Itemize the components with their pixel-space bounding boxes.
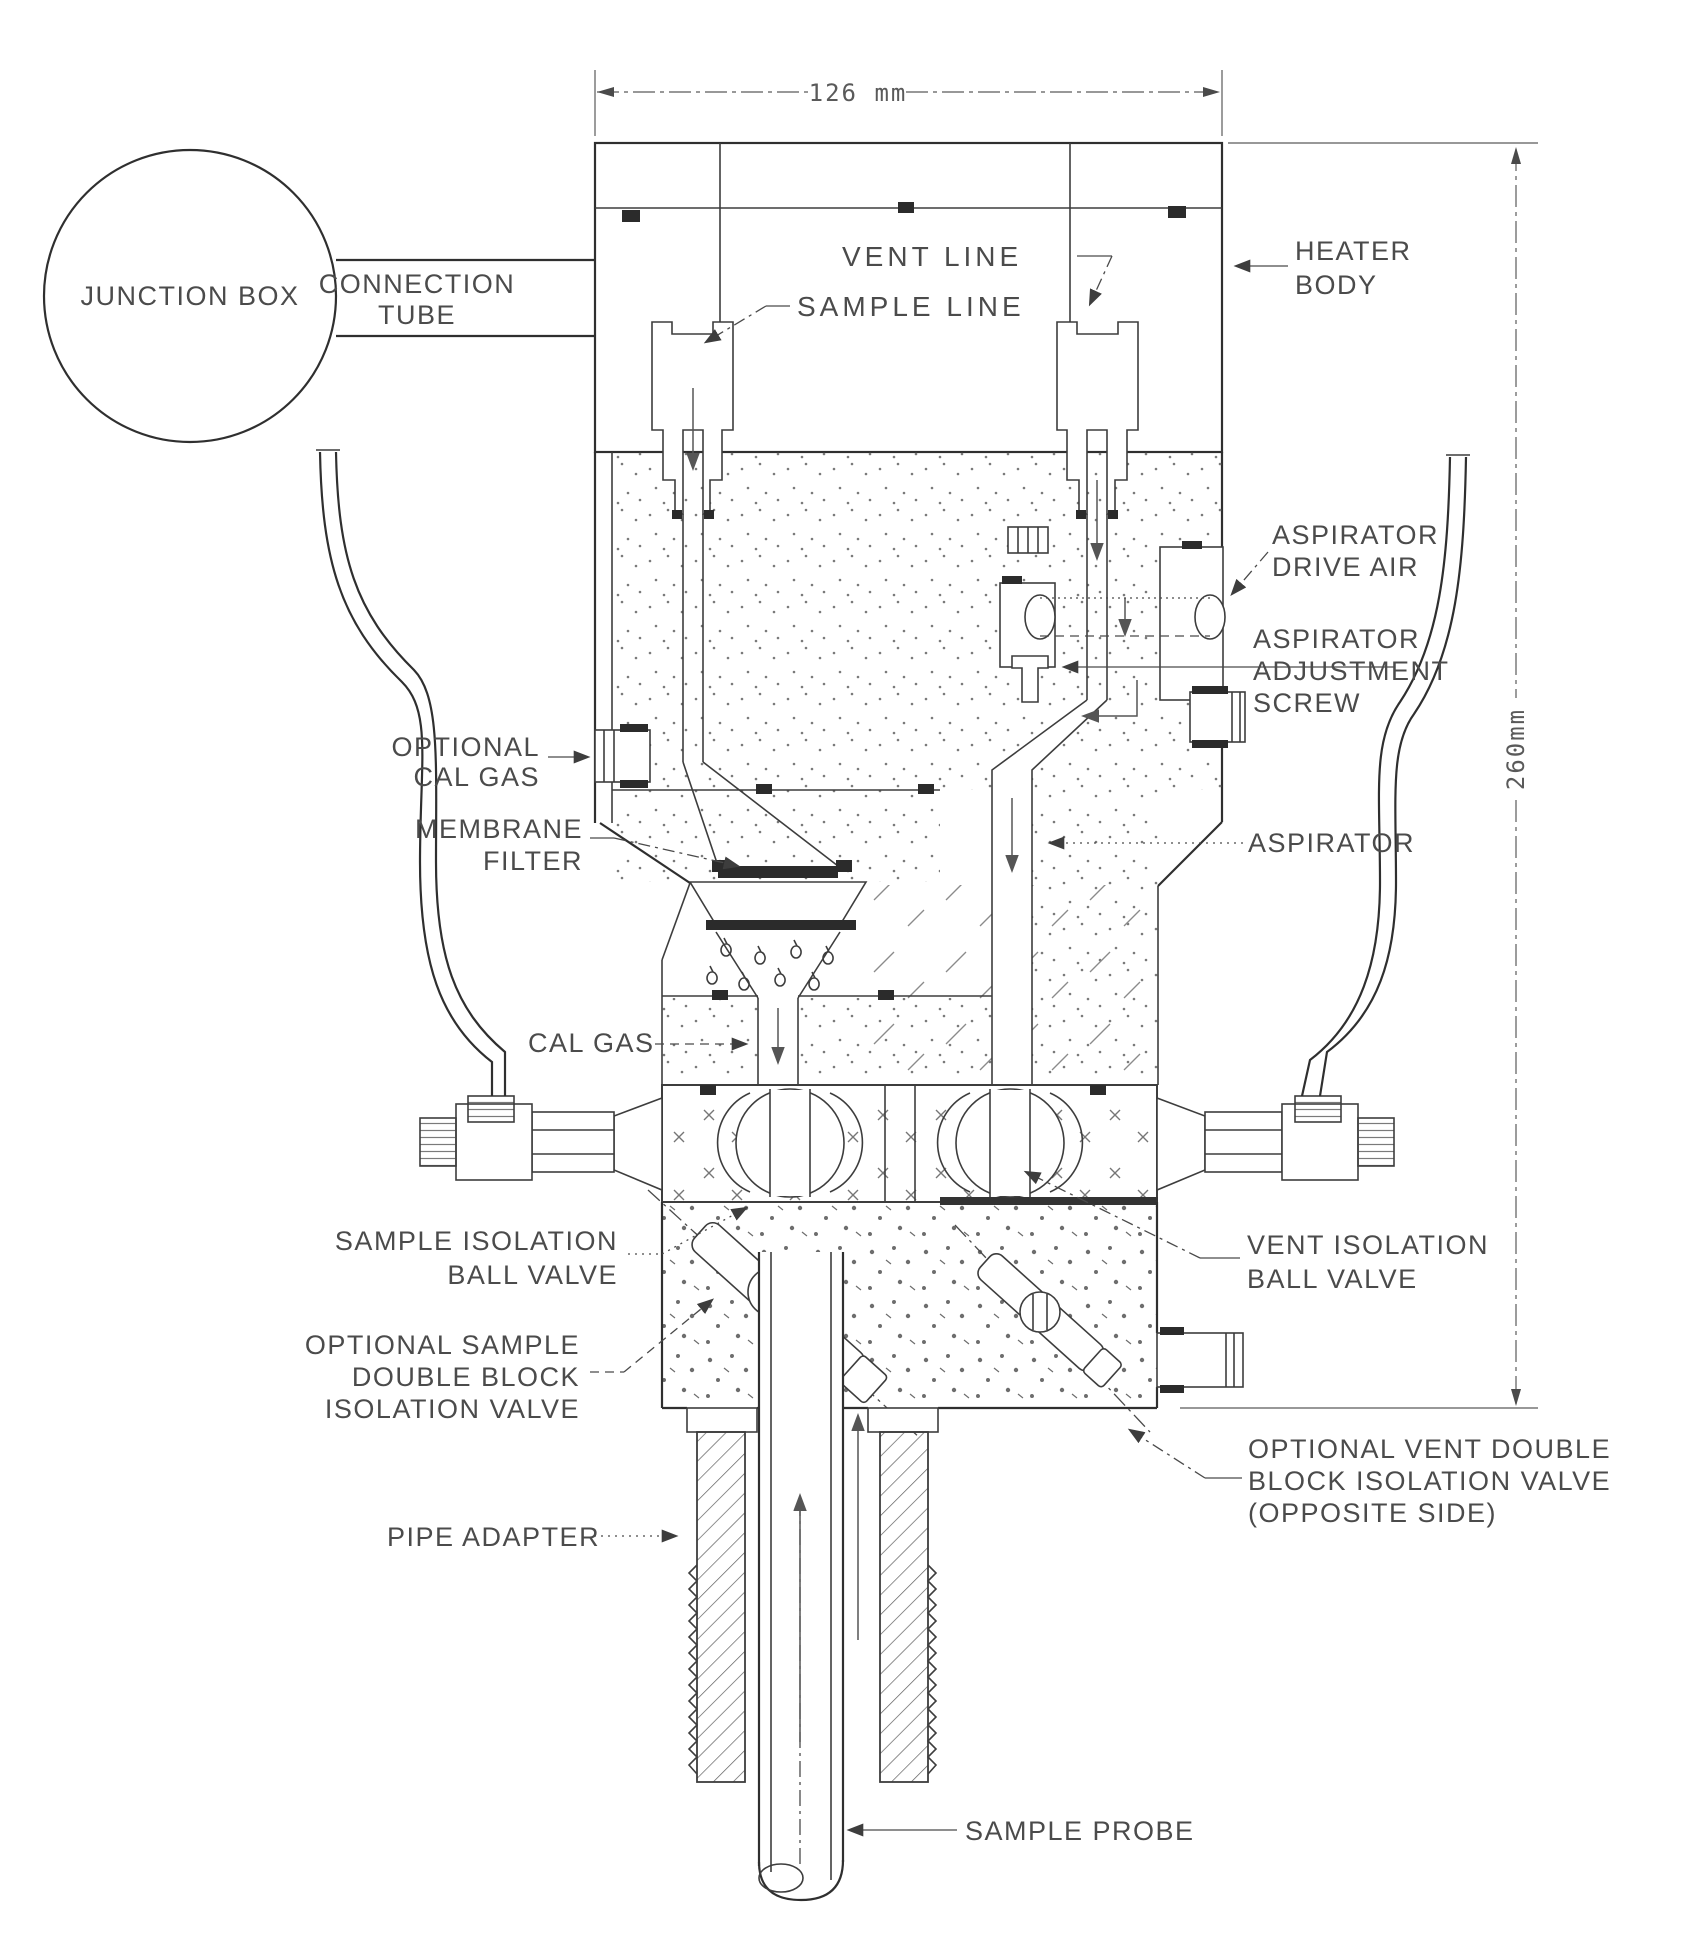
vent-line-label: VENT LINE (842, 241, 1022, 272)
callout-aspirator-adjustment-screw: ASPIRATOR ADJUSTMENT SCREW (1061, 624, 1450, 718)
width-dimension: 126 mm (594, 70, 1223, 136)
adjustment-screw-label-1: ASPIRATOR (1253, 624, 1420, 654)
callout-vent-isolation-ball-valve: VENT ISOLATION BALL VALVE (1023, 1170, 1489, 1294)
aspirator-drive-air-label-1: ASPIRATOR (1272, 520, 1439, 550)
optional-cal-gas-label-2: CAL GAS (413, 762, 540, 792)
cal-gas-label: CAL GAS (528, 1028, 655, 1058)
membrane-filter-label-1: MEMBRANE (415, 814, 583, 844)
sample-line-label: SAMPLE LINE (797, 291, 1025, 322)
heater-body-label-2: BODY (1295, 270, 1378, 300)
callout-optional-vent-double-block: OPTIONAL VENT DOUBLE BLOCK ISOLATION VAL… (1127, 1428, 1611, 1528)
aspirator-assembly (991, 526, 1246, 1086)
sample-isolation-label-1: SAMPLE ISOLATION (335, 1226, 618, 1256)
ball-valve-band (419, 1084, 1395, 1205)
optional-cal-gas-label-1: OPTIONAL (391, 732, 540, 762)
connection-tube-label-2: TUBE (378, 300, 456, 330)
optional-sample-label-2: DOUBLE BLOCK (352, 1362, 580, 1392)
callout-membrane-filter: MEMBRANE FILTER (415, 814, 741, 876)
width-dimension-label: 126 mm (809, 79, 908, 107)
callout-heater-body: HEATER BODY (1233, 236, 1412, 300)
connection-tube-label-1: CONNECTION (319, 269, 516, 299)
sample-port-fitting (419, 1095, 663, 1192)
callout-aspirator-drive-air: ASPIRATOR DRIVE AIR (1230, 520, 1439, 596)
screw-flow-arrow (1081, 680, 1138, 723)
vent-isolation-label-1: VENT ISOLATION (1247, 1230, 1489, 1260)
connection-tube: CONNECTION TUBE (319, 258, 595, 338)
pipe-adapter-label: PIPE ADAPTER (387, 1522, 600, 1552)
vent-outlet-tube (1300, 454, 1470, 1097)
callout-sample-line: SAMPLE LINE (703, 291, 1025, 344)
junction-box: JUNCTION BOX (42, 148, 338, 444)
aspirator-label: ASPIRATOR (1248, 828, 1415, 858)
callout-optional-sample-double-block: OPTIONAL SAMPLE DOUBLE BLOCK ISOLATION V… (305, 1298, 715, 1424)
pipe-adapter (686, 1407, 939, 1783)
heater-body-label-1: HEATER (1295, 236, 1412, 266)
vent-double-block-handle (954, 1224, 1151, 1433)
height-dimension: 260mm (1180, 142, 1538, 1409)
optional-vent-label-1: OPTIONAL VENT DOUBLE (1248, 1434, 1611, 1464)
membrane-filter-element (718, 866, 838, 878)
callout-aspirator: ASPIRATOR (1047, 828, 1415, 858)
sample-probe-label: SAMPLE PROBE (965, 1816, 1195, 1846)
sample-probe (757, 1252, 865, 1902)
vent-port-fitting (1156, 1095, 1395, 1192)
callout-optional-cal-gas: OPTIONAL CAL GAS (391, 732, 591, 792)
membrane-filter-label-2: FILTER (483, 846, 583, 876)
optional-vent-label-3: (OPPOSITE SIDE) (1248, 1498, 1497, 1528)
optional-sample-label-3: ISOLATION VALVE (325, 1394, 580, 1424)
membrane-filter-assembly (682, 761, 868, 1085)
adjustment-screw-shape (1011, 655, 1049, 703)
vent-line-fitting (1056, 321, 1139, 700)
callout-sample-isolation-ball-valve: SAMPLE ISOLATION BALL VALVE (335, 1206, 749, 1290)
sample-isolation-ball (716, 1088, 864, 1198)
cal-gas-fitting (594, 724, 651, 788)
callout-vent-line: VENT LINE (842, 241, 1113, 307)
height-dimension-label: 260mm (1502, 708, 1530, 790)
callout-sample-probe: SAMPLE PROBE (846, 1816, 1195, 1846)
adjustment-screw-label-2: ADJUSTMENT (1253, 656, 1450, 686)
optional-sample-label-1: OPTIONAL SAMPLE (305, 1330, 580, 1360)
droplets (706, 937, 834, 991)
callout-pipe-adapter: PIPE ADAPTER (387, 1522, 679, 1552)
vent-isolation-ball (936, 1088, 1084, 1198)
junction-box-label: JUNCTION BOX (80, 281, 299, 311)
aspirator-drive-air-label-2: DRIVE AIR (1272, 552, 1419, 582)
sample-outlet-tube (316, 449, 507, 1096)
lower-valve-body (647, 1189, 1244, 1439)
sample-isolation-label-2: BALL VALVE (447, 1260, 618, 1290)
adjustment-screw-label-3: SCREW (1253, 688, 1361, 718)
vent-isolation-label-2: BALL VALVE (1247, 1264, 1418, 1294)
heater-body (593, 141, 1224, 1085)
optional-vent-label-2: BLOCK ISOLATION VALVE (1248, 1466, 1611, 1496)
callout-cal-gas: CAL GAS (528, 1028, 749, 1058)
